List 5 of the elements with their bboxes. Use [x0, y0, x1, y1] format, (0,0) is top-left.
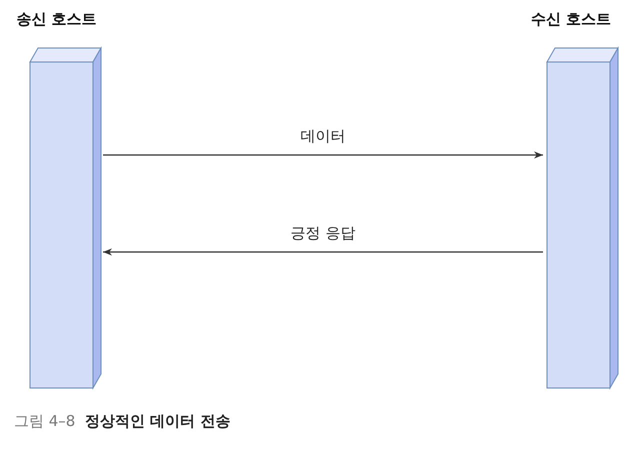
figure-caption: 그림 4–8 정상적인 데이터 전송 [14, 412, 230, 431]
arrow [103, 151, 543, 159]
arrow [103, 248, 543, 256]
host-label: 수신 호스트 [530, 10, 612, 29]
host-label: 송신 호스트 [15, 10, 98, 29]
